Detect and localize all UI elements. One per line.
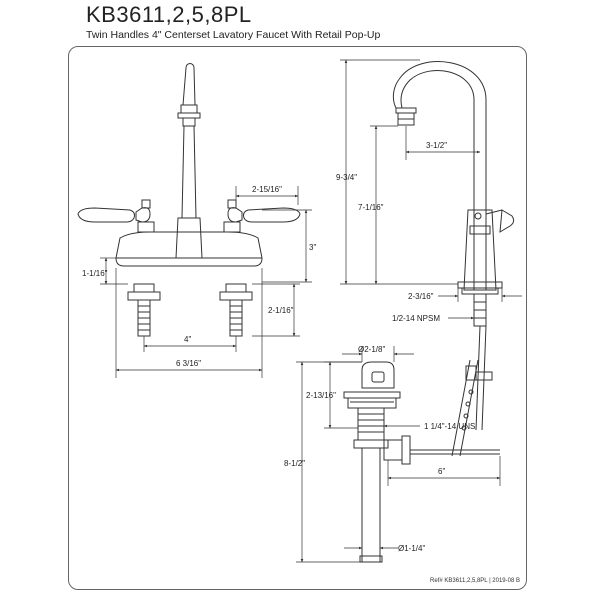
dim-thread-npsm: 1/2-14 NPSM (392, 314, 440, 323)
dim-spout-height: 7-1/16" (358, 203, 384, 212)
drain-assembly (343, 359, 500, 563)
dim-spout-reach: 3-1/2" (426, 141, 447, 150)
dim-drain-total: 8-1/2" (284, 459, 305, 468)
dim-front-height: 3" (309, 243, 316, 252)
dim-handle-spread: 2-15/16" (252, 185, 282, 194)
dim-drain-top-diameter: Ø2-1/8" (358, 345, 385, 354)
side-view-dimension-lines (340, 59, 522, 320)
dim-drain-thread: 1 1/4"-14 UNS (424, 422, 475, 431)
dim-total-height: 9-3/4" (336, 173, 357, 182)
drawing-frame (68, 46, 527, 590)
dim-base-height: 1-1/16" (82, 269, 108, 278)
model-number: KB3611,2,5,8PL (86, 2, 252, 27)
dim-side-base: 2-3/16" (408, 292, 434, 301)
dim-center-spread: 4" (184, 335, 191, 344)
dim-drain-flange: 2-13/16" (306, 391, 336, 400)
dim-front-width: 6 3/16" (176, 359, 201, 368)
product-description: Twin Handles 4" Centerset Lavatory Fauce… (86, 29, 381, 41)
drain-dimension-lines (296, 346, 501, 563)
front-view-dimension-lines (100, 186, 312, 378)
dim-rod-length: 6" (438, 467, 445, 476)
reference-number: Ref# KB3611,2,5,8PL | 2019-08 B (430, 578, 520, 584)
front-view-faucet (77, 63, 301, 337)
dim-shank-length: 2-1/16" (268, 306, 294, 315)
dim-tail-diameter: Ø1-1/4" (398, 544, 425, 553)
side-view-faucet (392, 61, 515, 431)
